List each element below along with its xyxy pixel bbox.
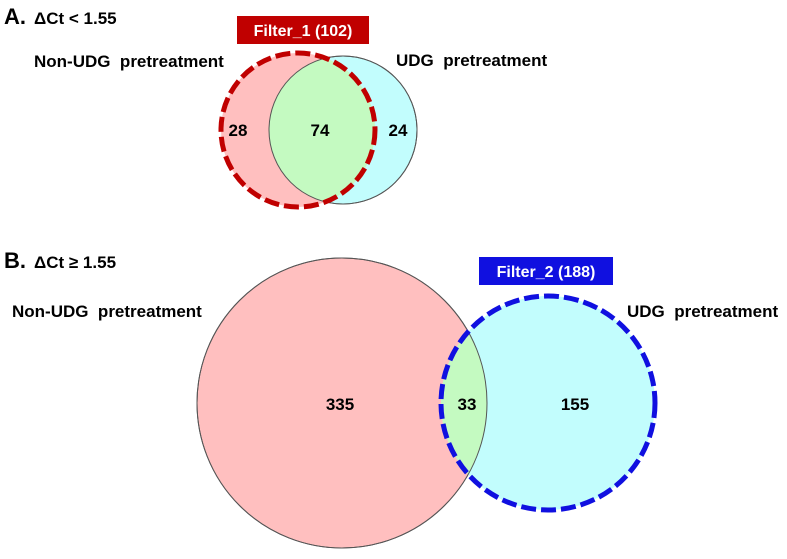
panel-a-right-label: UDG pretreatment — [396, 51, 547, 70]
panel-a-overlap-count: 74 — [311, 121, 330, 140]
panel-b-filter-label: Filter_2 (188) — [497, 264, 596, 281]
panel-a-left-count: 28 — [229, 121, 248, 140]
panel-b-left-label: Non-UDG pretreatment — [12, 302, 202, 321]
panel-b-right-count: 155 — [561, 395, 589, 414]
panel-b-right-label: UDG pretreatment — [627, 302, 778, 321]
panel-a-left-label: Non-UDG pretreatment — [34, 52, 224, 71]
panel-a-condition: ΔCt < 1.55 — [34, 9, 117, 28]
panel-b-letter: B. — [4, 248, 26, 273]
panel-a-udg-outline — [268, 55, 418, 205]
panel-a-filter-circle — [218, 50, 378, 210]
panel-a-right-count: 24 — [389, 121, 408, 140]
panel-b-filter-label-box — [479, 257, 613, 285]
panel-b-condition: ΔCt ≥ 1.55 — [34, 253, 116, 272]
panel-b-non-udg-outline — [196, 257, 488, 549]
panel-a-letter: A. — [4, 4, 26, 29]
panel-a-filter-label-box — [237, 16, 369, 44]
panel-b-udg-circle — [441, 296, 655, 510]
panel-b-left-count: 335 — [326, 395, 354, 414]
panel-b-filter-circle — [438, 293, 658, 513]
panel-a-overlap-region — [269, 56, 375, 204]
panel-a-filter-label: Filter_1 (102) — [254, 23, 353, 40]
panel-b-overlap-count: 33 — [458, 395, 477, 414]
